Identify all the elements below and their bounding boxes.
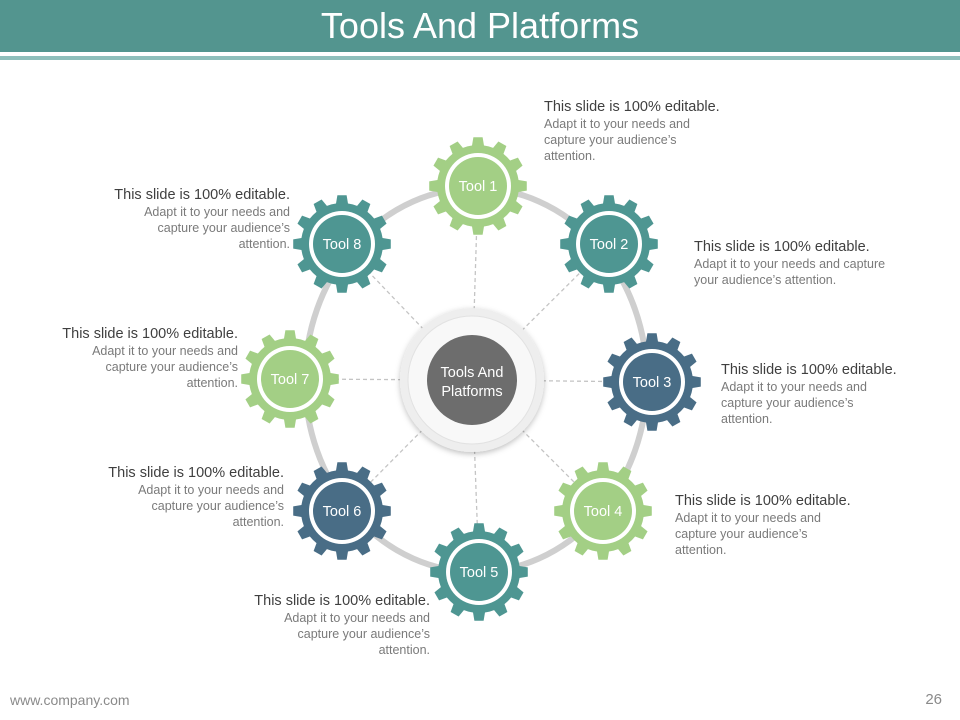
gear-center-disc: [623, 353, 681, 411]
tool7-description: This slide is 100% editable. Adapt it to…: [34, 325, 238, 391]
tool-6-gear: Tool 6: [293, 462, 391, 560]
tool2-description: This slide is 100% editable. Adapt it to…: [694, 238, 909, 288]
tool6-description: This slide is 100% editable. Adapt it to…: [80, 464, 284, 530]
tool3-desc-heading: This slide is 100% editable.: [721, 362, 897, 378]
tool-7-gear: Tool 7: [241, 330, 339, 428]
gear-center-disc: [580, 215, 638, 273]
footer-url: www.company.com: [10, 692, 130, 708]
tool4-desc-heading: This slide is 100% editable.: [675, 493, 851, 509]
gear-center-disc: [574, 482, 632, 540]
tool3-desc-body: Adapt it to your needs and capture your …: [721, 380, 867, 426]
tool2-desc-body: Adapt it to your needs and capture your …: [694, 257, 886, 287]
tool5-desc-heading: This slide is 100% editable.: [254, 593, 430, 609]
center-label-line2: Platforms: [441, 384, 502, 400]
tool7-desc-heading: This slide is 100% editable.: [62, 326, 238, 342]
gear-center-disc: [313, 215, 371, 273]
tool7-desc-body: Adapt it to your needs and capture your …: [92, 344, 238, 390]
tool-6-label: Tool 6: [323, 504, 362, 520]
tool-4-gear: Tool 4: [554, 462, 652, 560]
gear-center-disc: [450, 543, 508, 601]
gear-center-disc: [261, 350, 319, 408]
tool-7-label: Tool 7: [271, 372, 310, 388]
tool-5-label: Tool 5: [460, 565, 499, 581]
tool-5-gear: Tool 5: [430, 523, 528, 621]
gear-center-disc: [313, 482, 371, 540]
tool-1-gear: Tool 1: [429, 137, 527, 235]
center-label-line1: Tools And: [441, 365, 504, 381]
tool5-description: This slide is 100% editable. Adapt it to…: [226, 592, 430, 658]
tool8-desc-body: Adapt it to your needs and capture your …: [144, 205, 290, 251]
slide-title: Tools And Platforms: [320, 5, 640, 46]
tool5-desc-body: Adapt it to your needs and capture your …: [284, 611, 430, 657]
center-disc: [427, 335, 517, 425]
tool-8-label: Tool 8: [323, 237, 362, 253]
tool-2-gear: Tool 2: [560, 195, 658, 293]
page-number: 26: [925, 691, 942, 708]
tool2-desc-heading: This slide is 100% editable.: [694, 239, 870, 255]
gear-center-disc: [449, 157, 507, 215]
tool4-description: This slide is 100% editable. Adapt it to…: [675, 492, 880, 558]
tool-8-gear: Tool 8: [293, 195, 391, 293]
tool-3-label: Tool 3: [633, 375, 672, 391]
tool-3-gear: Tool 3: [603, 333, 701, 431]
tool3-description: This slide is 100% editable. Adapt it to…: [721, 361, 926, 427]
tool6-desc-heading: This slide is 100% editable.: [108, 465, 284, 481]
tool1-desc-heading: This slide is 100% editable.: [544, 99, 720, 115]
tool1-description: This slide is 100% editable. Adapt it to…: [544, 98, 744, 164]
title-bar: [0, 0, 960, 52]
tool6-desc-body: Adapt it to your needs and capture your …: [138, 483, 284, 529]
tool4-desc-body: Adapt it to your needs and capture your …: [675, 511, 821, 557]
tool1-desc-body: Adapt it to your needs and capture your …: [544, 117, 690, 163]
tool-2-label: Tool 2: [590, 237, 629, 253]
title-divider: [0, 56, 960, 60]
tool8-desc-heading: This slide is 100% editable.: [114, 187, 290, 203]
tool-4-label: Tool 4: [584, 504, 623, 520]
tool-1-label: Tool 1: [459, 179, 498, 195]
tool8-description: This slide is 100% editable. Adapt it to…: [86, 186, 290, 252]
